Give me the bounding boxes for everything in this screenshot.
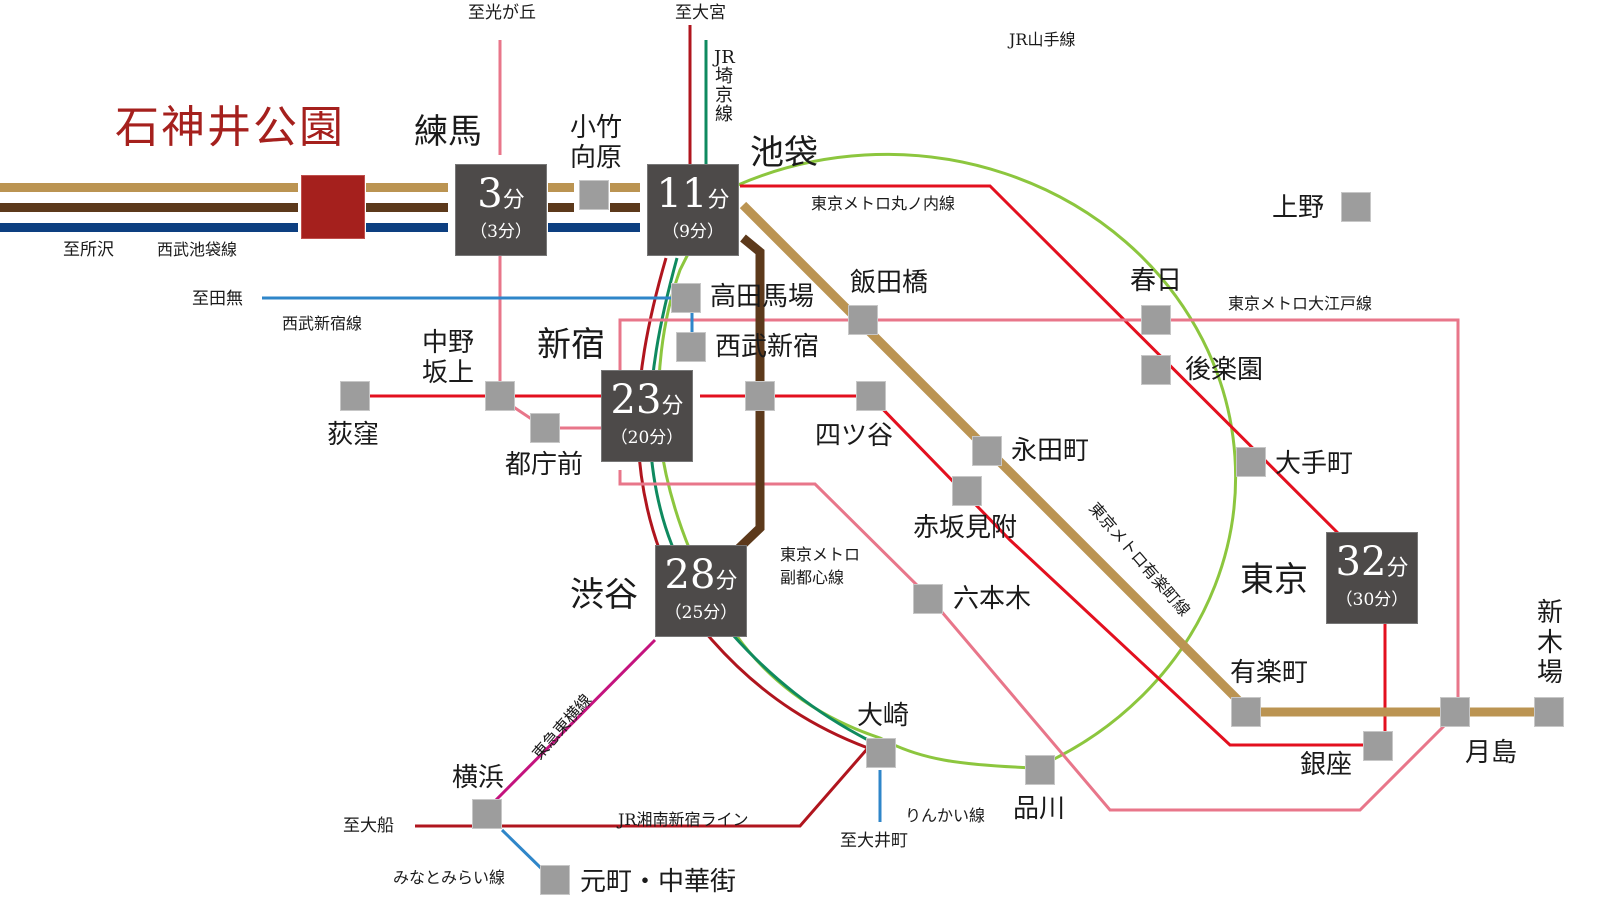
station-marker-shinagawa[interactable] bbox=[1025, 755, 1055, 785]
dest-ofuna: 至大船 bbox=[343, 816, 394, 836]
station-label-iidabashi: 飯田橋 bbox=[850, 268, 929, 298]
station-label-roppongi: 六本木 bbox=[953, 584, 1032, 614]
hub-label-shinjuku: 新宿 bbox=[537, 325, 605, 365]
line-label-oedo: 東京メトロ大江戸線 bbox=[1228, 294, 1373, 313]
station-marker-otemachi[interactable] bbox=[1236, 447, 1266, 477]
station-label-akasaka-mitsuke: 赤坂見附 bbox=[913, 513, 1018, 543]
station-label-nagatacho: 永田町 bbox=[1011, 436, 1090, 466]
dest-tokorozawa: 至所沢 bbox=[63, 240, 114, 260]
line-label-seibu-ikebukuro: 西武池袋線 bbox=[157, 240, 238, 259]
line-label-shonan-shinjuku: JR湘南新宿ライン bbox=[618, 810, 749, 829]
station-marker-akasaka-mitsuke[interactable] bbox=[952, 476, 982, 506]
line-label-fukutoshin-2: 副都心線 bbox=[780, 568, 845, 587]
station-marker-tochomae[interactable] bbox=[530, 413, 560, 443]
station-marker-yurakucho[interactable] bbox=[1231, 697, 1261, 727]
travel-time: 3 bbox=[477, 171, 503, 217]
station-label-tochomae: 都庁前 bbox=[505, 450, 584, 480]
station-marker-shin-kiba[interactable] bbox=[1534, 697, 1564, 727]
station-marker-ginza[interactable] bbox=[1363, 731, 1393, 761]
station-label-korakuen: 後楽園 bbox=[1185, 355, 1264, 385]
station-marker-yokohama[interactable] bbox=[472, 799, 502, 829]
station-label-tsukishima: 月島 bbox=[1465, 738, 1518, 768]
line-label-minatomirai: みなとみらい線 bbox=[393, 868, 506, 887]
station-marker-nakano-sakaue[interactable] bbox=[485, 381, 515, 411]
hub-tokyo[interactable]: 32分 （30分） bbox=[1326, 532, 1418, 624]
station-marker-shinjuku-sanchome[interactable] bbox=[745, 381, 775, 411]
origin-station-name: 石神井公園 bbox=[115, 102, 345, 153]
travel-time: 28 bbox=[664, 552, 716, 598]
station-label-ginza: 銀座 bbox=[1300, 750, 1353, 780]
line-label-fukutoshin-1: 東京メトロ bbox=[780, 545, 861, 564]
travel-time-rush: （9分） bbox=[662, 222, 724, 242]
station-marker-yotsuya[interactable] bbox=[856, 381, 886, 411]
station-marker-takadanobaba[interactable] bbox=[671, 283, 701, 313]
travel-time-rush: （30分） bbox=[1335, 590, 1409, 610]
hub-ikebukuro[interactable]: 11分 （9分） bbox=[647, 164, 739, 256]
line-label-seibu-shinjuku: 西武新宿線 bbox=[282, 314, 363, 333]
line-label-saikyo: JR埼京線 bbox=[714, 47, 735, 125]
station-label-shin-kiba: 新木場 bbox=[1536, 598, 1563, 688]
line-saikyo bbox=[648, 40, 869, 742]
line-seibu-shinjuku bbox=[262, 296, 694, 335]
dest-oimachi: 至大井町 bbox=[840, 831, 908, 851]
line-label-rinkai: りんかい線 bbox=[905, 806, 986, 825]
hub-shinjuku[interactable]: 23分 （20分） bbox=[601, 370, 693, 462]
station-marker-tsukishima[interactable] bbox=[1440, 697, 1470, 727]
station-marker-ogikubo[interactable] bbox=[340, 381, 370, 411]
station-label-takadanobaba: 高田馬場 bbox=[710, 282, 815, 312]
travel-time-rush: （20分） bbox=[610, 428, 684, 448]
station-marker-nagatacho[interactable] bbox=[972, 436, 1002, 466]
station-label-yotsuya: 四ツ谷 bbox=[815, 421, 894, 451]
travel-time: 23 bbox=[610, 377, 662, 423]
station-label-nakano-sakaue: 中野坂上 bbox=[421, 328, 474, 388]
hub-label-ikebukuro: 池袋 bbox=[750, 133, 818, 173]
hub-label-shibuya: 渋谷 bbox=[570, 575, 638, 615]
station-marker-osaki[interactable] bbox=[866, 738, 896, 768]
station-label-kotake-mukaihara: 小竹向原 bbox=[569, 113, 622, 173]
station-label-motomachi: 元町・中華街 bbox=[580, 867, 737, 897]
dest-omiya: 至大宮 bbox=[675, 3, 726, 23]
station-marker-korakuen[interactable] bbox=[1141, 355, 1171, 385]
station-label-yokohama: 横浜 bbox=[452, 763, 505, 793]
station-label-seibu-shinjuku: 西武新宿 bbox=[715, 332, 820, 362]
dest-tanashi: 至田無 bbox=[192, 289, 243, 309]
travel-time-rush: （25分） bbox=[664, 603, 738, 623]
hub-label-nerima: 練馬 bbox=[414, 112, 482, 152]
line-toyoko bbox=[488, 638, 657, 808]
station-marker-seibu-shinjuku[interactable] bbox=[676, 332, 706, 362]
line-label-yamanote: JR山手線 bbox=[1009, 30, 1076, 49]
hub-shibuya[interactable]: 28分 （25分） bbox=[655, 545, 747, 637]
travel-time-rush: （3分） bbox=[470, 222, 532, 242]
station-label-shinagawa: 品川 bbox=[1013, 794, 1066, 824]
station-label-kasuga: 春日 bbox=[1130, 266, 1183, 296]
station-marker-roppongi[interactable] bbox=[913, 584, 943, 614]
travel-time: 11 bbox=[656, 171, 708, 217]
station-label-otemachi: 大手町 bbox=[1275, 449, 1354, 479]
station-label-osaki: 大崎 bbox=[857, 701, 910, 731]
station-marker-kotake-mukaihara[interactable] bbox=[579, 180, 609, 210]
station-marker-kasuga[interactable] bbox=[1141, 305, 1171, 335]
hub-nerima[interactable]: 3分 （3分） bbox=[455, 164, 547, 256]
travel-time: 32 bbox=[1335, 539, 1387, 585]
line-label-marunouchi: 東京メトロ丸ノ内線 bbox=[811, 194, 956, 213]
station-label-ogikubo: 荻窪 bbox=[327, 420, 380, 450]
line-minatomirai bbox=[500, 828, 547, 874]
hub-label-tokyo: 東京 bbox=[1240, 560, 1308, 600]
station-marker-motomachi[interactable] bbox=[540, 865, 570, 895]
station-marker-ueno[interactable] bbox=[1341, 192, 1371, 222]
station-marker-iidabashi[interactable] bbox=[848, 305, 878, 335]
station-label-yurakucho: 有楽町 bbox=[1230, 658, 1309, 688]
station-label-ueno: 上野 bbox=[1272, 193, 1325, 223]
line-yamanote bbox=[656, 152, 1238, 770]
dest-hikarigaoka: 至光が丘 bbox=[468, 3, 536, 23]
origin-station-marker[interactable] bbox=[301, 175, 365, 239]
